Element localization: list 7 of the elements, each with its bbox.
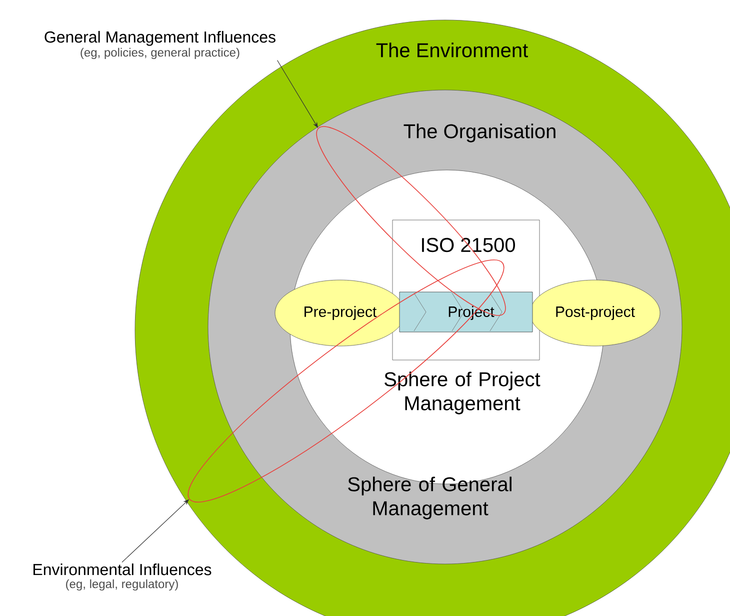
ring-label: The Environment <box>376 42 528 58</box>
phase-oval: Post-project <box>530 280 660 346</box>
influence-annotation: General Management Influences (eg, policies, general practice) <box>44 30 276 60</box>
ring-label: Sphere of General Management <box>348 476 512 520</box>
ring-label: The Organisation <box>404 124 556 142</box>
phase-oval: Pre-project <box>274 280 406 346</box>
influence-annotation: Environmental Influences (eg, legal, regulatory) <box>34 563 212 591</box>
